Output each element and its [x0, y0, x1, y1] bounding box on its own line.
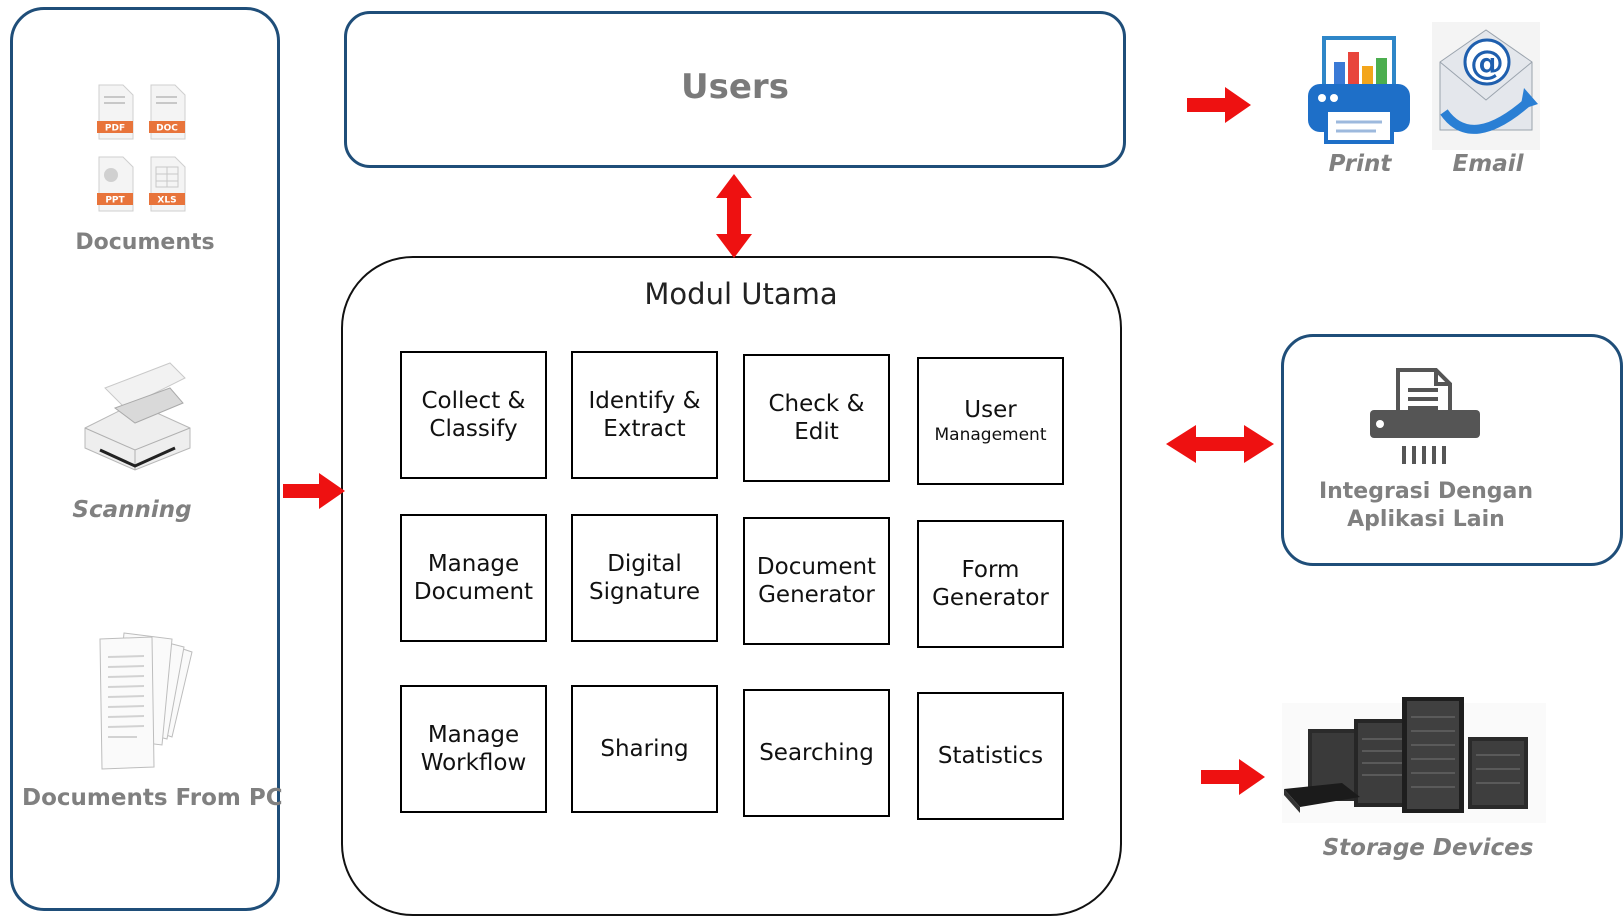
svg-text:@: @	[1470, 43, 1504, 83]
arrow-sources-to-modul	[283, 473, 345, 509]
arrow-to-storage	[1201, 759, 1265, 795]
arrow-integration	[1166, 425, 1274, 463]
integration-label-line1: Integrasi Dengan	[1318, 479, 1534, 504]
print-label: Print	[1328, 151, 1392, 177]
modul-utama-title: Modul Utama	[644, 277, 838, 311]
pdf-tag: PDF	[105, 124, 125, 134]
module-check-edit: Check &Edit	[743, 354, 890, 482]
paper-stack-icon	[99, 632, 193, 770]
module-sharing: Sharing	[571, 685, 718, 813]
scanner-icon	[84, 362, 191, 471]
email-icon: @	[1432, 22, 1540, 150]
users-box: Users	[344, 11, 1126, 168]
module-statistics: Statistics	[917, 692, 1064, 820]
users-label: Users	[681, 66, 789, 107]
module-line: Extract	[603, 416, 686, 442]
arrow-users-modul	[716, 174, 752, 258]
module-line: Searching	[759, 740, 874, 766]
module-identify-extract: Identify &Extract	[571, 351, 718, 479]
integration-label-line2: Aplikasi Lain	[1347, 507, 1505, 532]
module-line: Signature	[589, 579, 700, 605]
module-line: Document	[756, 554, 877, 580]
arrow-to-print-email	[1187, 87, 1251, 123]
file-icons: PDF DOC PPT XLS	[97, 84, 186, 212]
module-line: Digital	[607, 551, 682, 577]
module-line: Identify &	[588, 388, 701, 414]
module-line: Management	[934, 425, 1047, 445]
module-line: Collect &	[421, 388, 526, 414]
module-line: Document	[413, 579, 534, 605]
module-searching: Searching	[743, 689, 890, 817]
module-line: Workflow	[420, 750, 527, 776]
module-line: Generator	[932, 585, 1049, 611]
storage-devices-icon	[1282, 697, 1546, 823]
documents-from-pc-label: Documents From PC	[22, 785, 283, 811]
xls-file-icon: XLS	[149, 156, 186, 212]
fax-icon	[1370, 368, 1480, 464]
scanning-label: Scanning	[72, 497, 192, 523]
module-line: Form	[961, 557, 1020, 583]
ppt-tag: PPT	[105, 196, 125, 206]
module-line: Manage	[427, 551, 520, 577]
storage-devices-label: Storage Devices	[1322, 835, 1534, 861]
module-line: Edit	[794, 419, 839, 445]
integration-panel	[1281, 334, 1623, 566]
module-collect-classify: Collect &Classify	[400, 351, 547, 479]
module-line: User	[964, 397, 1017, 423]
doc-file-icon: DOC	[149, 84, 186, 140]
module-line: Classify	[429, 416, 518, 442]
documents-label: Documents	[75, 230, 215, 255]
pdf-file-icon: PDF	[97, 84, 134, 140]
module-line: Check &	[768, 391, 865, 417]
email-label: Email	[1452, 151, 1524, 177]
xls-tag: XLS	[157, 196, 176, 206]
printer-icon	[1308, 36, 1410, 144]
module-line: Statistics	[937, 743, 1044, 769]
ppt-file-icon: PPT	[97, 156, 134, 212]
module-line: Generator	[758, 582, 875, 608]
module-line: Manage	[427, 722, 520, 748]
doc-tag: DOC	[156, 124, 178, 134]
module-line: Sharing	[600, 736, 689, 762]
